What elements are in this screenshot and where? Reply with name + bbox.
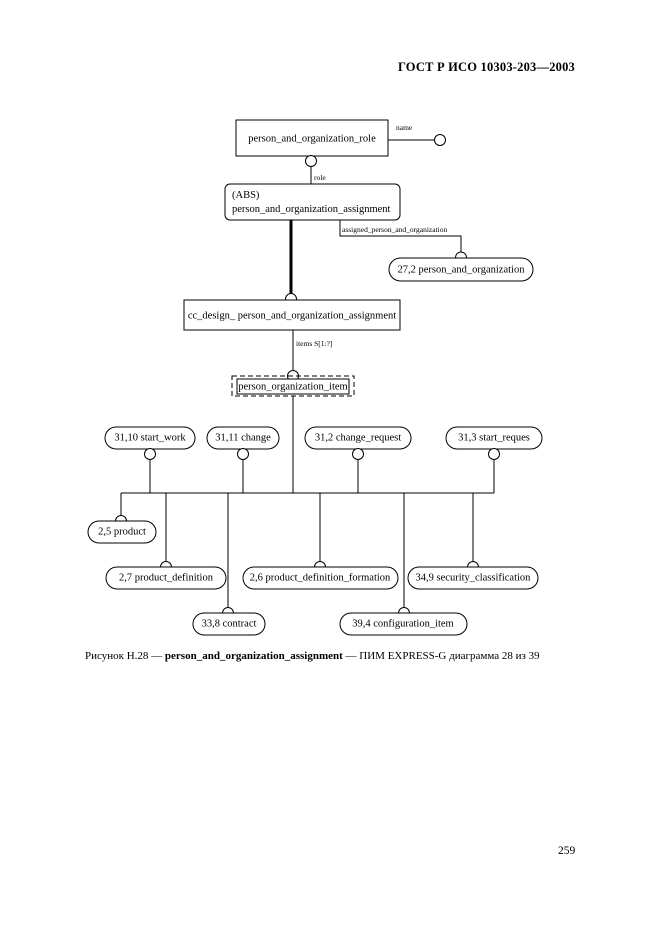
entity-label: cc_design_ person_and_organization_assig… [188,310,396,321]
entity-label: 2,5 product [98,526,146,537]
entity-label: person_and_organization_assignment [232,204,391,215]
entity-label-abs: (ABS) [232,190,260,201]
entity-product[interactable]: 2,5 product [87,493,157,544]
entity-contract[interactable]: 33,8 contract [192,493,266,636]
caption-suffix: — ПИМ EXPRESS-G диаграмма 28 из 39 [342,650,540,662]
figure-caption: Рисунок Н.28 — person_and_organization_a… [85,650,540,662]
entity-person-organization-item[interactable]: person_organization_item [231,375,355,397]
entity-label: 33,8 contract [202,618,257,629]
attribute-label-items: items S[1:?] [296,339,332,348]
attribute-role: role [305,155,326,184]
attribute-label-name: name [396,123,413,132]
page-header: ГОСТ Р ИСО 10303-203—2003 [397,60,575,74]
supertype-relationship-line [285,220,297,305]
entity-label: 27,2 person_and_organization [398,264,526,275]
entity-label: 31,11 change [215,432,271,443]
entity-cc-design-person-and-organization-assignment[interactable]: cc_design_ person_and_organization_assig… [183,299,401,331]
attribute-label-role: role [314,173,326,182]
entity-change-request[interactable]: 31,2 change_request [304,426,412,493]
connector-circle [237,448,249,460]
caption-prefix: Рисунок Н.28 — [85,650,165,662]
role-circle [305,155,317,167]
entity-product-definition-formation[interactable]: 2,6 product_definition_formation [242,493,399,590]
attribute-name: name [388,123,446,146]
express-g-diagram: person_and_organization_role name role (… [87,119,543,636]
attribute-assigned-person-and-organization: assigned_person_and_organization [339,220,467,264]
entity-label: person_and_organization_role [248,133,376,144]
entity-label: 31,10 start_work [114,432,186,443]
entity-label: 31,2 change_request [315,432,401,443]
entity-person-and-organization-role[interactable]: person_and_organization_role [235,119,389,157]
entity-person-and-organization[interactable]: 27,2 person_and_organization [388,257,534,282]
connector-circle [352,448,364,460]
page-number: 259 [558,845,576,857]
entity-label: 39,4 configuration_item [352,618,453,629]
entity-label: person_organization_item [238,381,347,392]
attribute-endpoint-circle [434,134,446,146]
attribute-label-assigned: assigned_person_and_organization [342,225,448,234]
entity-label: 31,3 start_reques [458,432,530,443]
caption-entity-name: person_and_organization_assignment [164,650,343,662]
entity-configuration-item[interactable]: 39,4 configuration_item [339,493,468,636]
entity-start-reques[interactable]: 31,3 start_reques [445,426,543,493]
connector-circle [488,448,500,460]
entity-security-classification[interactable]: 34,9 security_classification [407,493,539,590]
entity-label: 34,9 security_classification [416,572,532,583]
entity-product-definition[interactable]: 2,7 product_definition [105,493,227,590]
entity-change[interactable]: 31,11 change [206,426,280,493]
entity-label: 2,6 product_definition_formation [250,572,391,583]
entity-label: 2,7 product_definition [119,572,214,583]
connector-circle [144,448,156,460]
entity-person-and-organization-assignment[interactable]: (ABS) person_and_organization_assignment [224,183,401,221]
entity-start-work[interactable]: 31,10 start_work [104,426,196,493]
attribute-items: items S[1:?] [287,330,332,382]
